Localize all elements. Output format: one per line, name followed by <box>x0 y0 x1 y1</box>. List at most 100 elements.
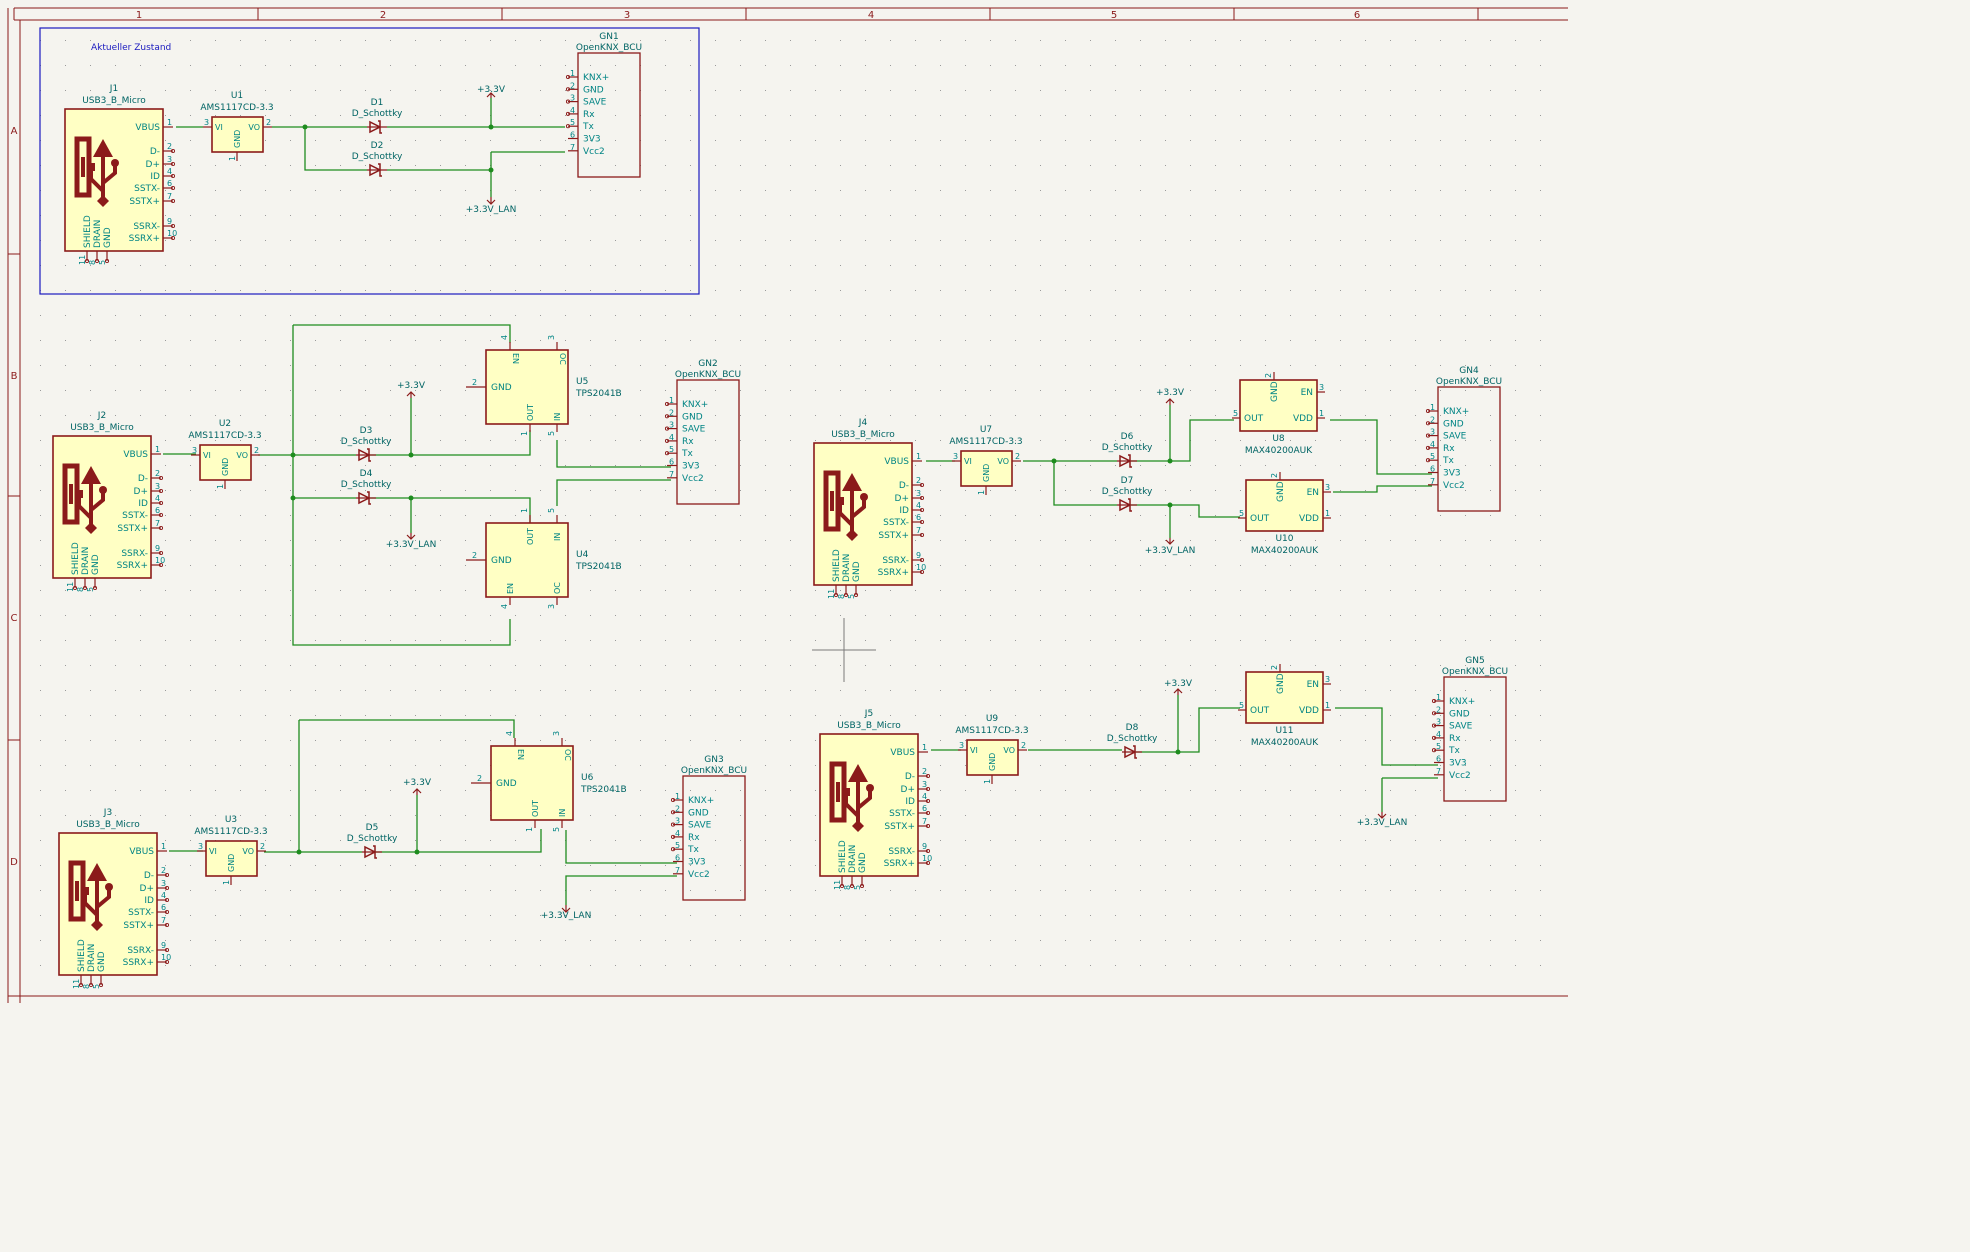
usb-pin-label: VBUS <box>123 450 148 460</box>
bcu-module[interactable]: KNX+1GND2SAVE3Rx4Tx53V36Vcc27GN5OpenKNX_… <box>1431 656 1508 802</box>
ideal-diode-pin-out: OUT <box>1250 706 1270 716</box>
bcu-value: OpenKNX_BCU <box>675 370 741 380</box>
usb-value: USB3_B_Micro <box>76 820 140 830</box>
ideal-diode-ref: U11 <box>1275 726 1293 736</box>
bcu-pin-label: Rx <box>1443 444 1455 454</box>
pin-number: 2 <box>260 842 265 851</box>
usb-bottom-pin-label: SHIELD <box>832 549 842 582</box>
pin-number: 5 <box>1430 452 1435 461</box>
schottky-diode[interactable]: D2D_Schottky <box>352 141 403 177</box>
regulator-pin-gnd: GND <box>982 464 991 482</box>
regulator-pin-vo: VO <box>997 457 1009 466</box>
pin-number: 9 <box>922 842 927 851</box>
usb-ref: J5 <box>864 709 873 719</box>
pin-number: 1 <box>520 431 529 436</box>
usb-bottom-pin-label: DRAIN <box>81 547 91 575</box>
regulator-value: AMS1117CD-3.3 <box>949 437 1022 447</box>
pin-number: 5 <box>1233 409 1238 418</box>
usb-pin-label: SSRX- <box>127 946 154 956</box>
usb-pin-label: SSRX+ <box>123 958 154 968</box>
ideal-diode-pin-en: EN <box>1307 680 1319 690</box>
pin-number: 1 <box>520 508 529 513</box>
schottky-diode[interactable]: D1D_Schottky <box>352 98 403 134</box>
switch-ref: U5 <box>576 377 588 387</box>
usb-connector[interactable]: VBUS1D-2D+3ID4SSTX-6SSTX+7SSRX-9SSRX+10S… <box>819 709 932 890</box>
bcu-pin-label: KNX+ <box>682 400 708 410</box>
usb-connector[interactable]: VBUS1D-2D+3ID4SSTX-6SSTX+7SSRX-9SSRX+10S… <box>64 84 177 265</box>
pin-number: 4 <box>500 604 509 609</box>
pin-number: 11 <box>833 880 842 890</box>
usb-connector[interactable]: VBUS1D-2D+3ID4SSTX-6SSTX+7SSRX-9SSRX+10S… <box>58 808 171 989</box>
usb-ref: J3 <box>103 808 112 818</box>
power-label-lan: +3.3V_LAN <box>1145 546 1196 556</box>
usb-value: USB3_B_Micro <box>82 96 146 106</box>
usb-pin-label: D- <box>150 147 160 157</box>
schottky-diode[interactable]: D7D_Schottky <box>1102 476 1153 512</box>
diode-value: D_Schottky <box>1107 734 1158 744</box>
schematic-sheet[interactable]: 1 2 3 4 5 6 A B C D Aktueller Zustand <box>0 0 1568 1003</box>
schottky-diode[interactable]: D6D_Schottky <box>1102 432 1153 468</box>
ideal-diode-value: MAX40200AUK <box>1251 546 1319 556</box>
pin-number: 4 <box>500 335 509 340</box>
usb-pin-label: SSTX+ <box>117 524 148 534</box>
switch-value: TPS2041B <box>575 389 622 399</box>
usb-bottom-pin-label: GND <box>103 227 113 248</box>
regulator-pin-gnd: GND <box>233 130 242 148</box>
switch-ref: U6 <box>581 773 594 783</box>
pin-number: 6 <box>675 854 680 863</box>
column-number-5: 5 <box>1111 10 1117 21</box>
pin-number: 2 <box>254 446 259 455</box>
usb-connector[interactable]: VBUS1D-2D+3ID4SSTX-6SSTX+7SSRX-9SSRX+10S… <box>813 418 926 599</box>
pin-number: 3 <box>167 155 172 164</box>
usb-pin-label: VBUS <box>129 847 154 857</box>
bcu-pin-label: SAVE <box>583 98 607 108</box>
schottky-diode[interactable]: D5D_Schottky <box>347 823 398 859</box>
ideal-diode-pin-vdd: VDD <box>1293 414 1313 424</box>
pin-number: 2 <box>1264 373 1273 378</box>
bcu-module[interactable]: KNX+1GND2SAVE3Rx4Tx53V36Vcc27GN4OpenKNX_… <box>1425 366 1502 512</box>
schottky-diode[interactable]: D4D_Schottky <box>341 469 392 505</box>
pin-number: 7 <box>916 526 921 535</box>
bcu-pin-label: 3V3 <box>583 135 601 145</box>
regulator-value: AMS1117CD-3.3 <box>194 827 267 837</box>
pin-number: 3 <box>204 118 209 127</box>
switch-pin-gnd: GND <box>491 556 512 566</box>
usb-bottom-pin-label: DRAIN <box>842 554 852 582</box>
pin-number: 1 <box>216 484 225 489</box>
pin-number: 1 <box>669 396 674 405</box>
pin-number: 1 <box>675 792 680 801</box>
usb-bottom-pin-label: GND <box>852 561 862 582</box>
schottky-diode[interactable]: D3D_Schottky <box>341 426 392 462</box>
pin-number: 1 <box>922 743 927 752</box>
usb-pin-label: SSRX- <box>121 549 148 559</box>
pin-number: 4 <box>505 731 514 736</box>
pin-number: 4 <box>669 433 674 442</box>
usb-connector[interactable]: VBUS1D-2D+3ID4SSTX-6SSTX+7SSRX-9SSRX+10S… <box>52 411 165 592</box>
pin-number: 3 <box>570 94 575 103</box>
power-symbols <box>406 92 1387 913</box>
bcu-module[interactable]: KNX+1GND2SAVE3Rx4Tx53V36Vcc27GN2OpenKNX_… <box>664 359 741 505</box>
regulator-pin-vo: VO <box>248 123 260 132</box>
pin-number: 4 <box>922 792 927 801</box>
pin-number: 5 <box>853 885 862 890</box>
usb-pin-label: ID <box>138 499 148 509</box>
bcu-module[interactable]: KNX+1GND2SAVE3Rx4Tx53V36Vcc27GN1OpenKNX_… <box>565 32 642 178</box>
usb-pin-label: D- <box>899 481 909 491</box>
power-label-3v3: +3.3V <box>397 381 426 391</box>
bcu-module[interactable]: KNX+1GND2SAVE3Rx4Tx53V36Vcc27GN3OpenKNX_… <box>670 755 747 901</box>
schottky-diode[interactable]: D8D_Schottky <box>1107 723 1158 759</box>
bcu-pin-label: Tx <box>1442 456 1454 466</box>
pin-number: 2 <box>472 378 477 387</box>
regulator-ref: U1 <box>231 91 243 101</box>
